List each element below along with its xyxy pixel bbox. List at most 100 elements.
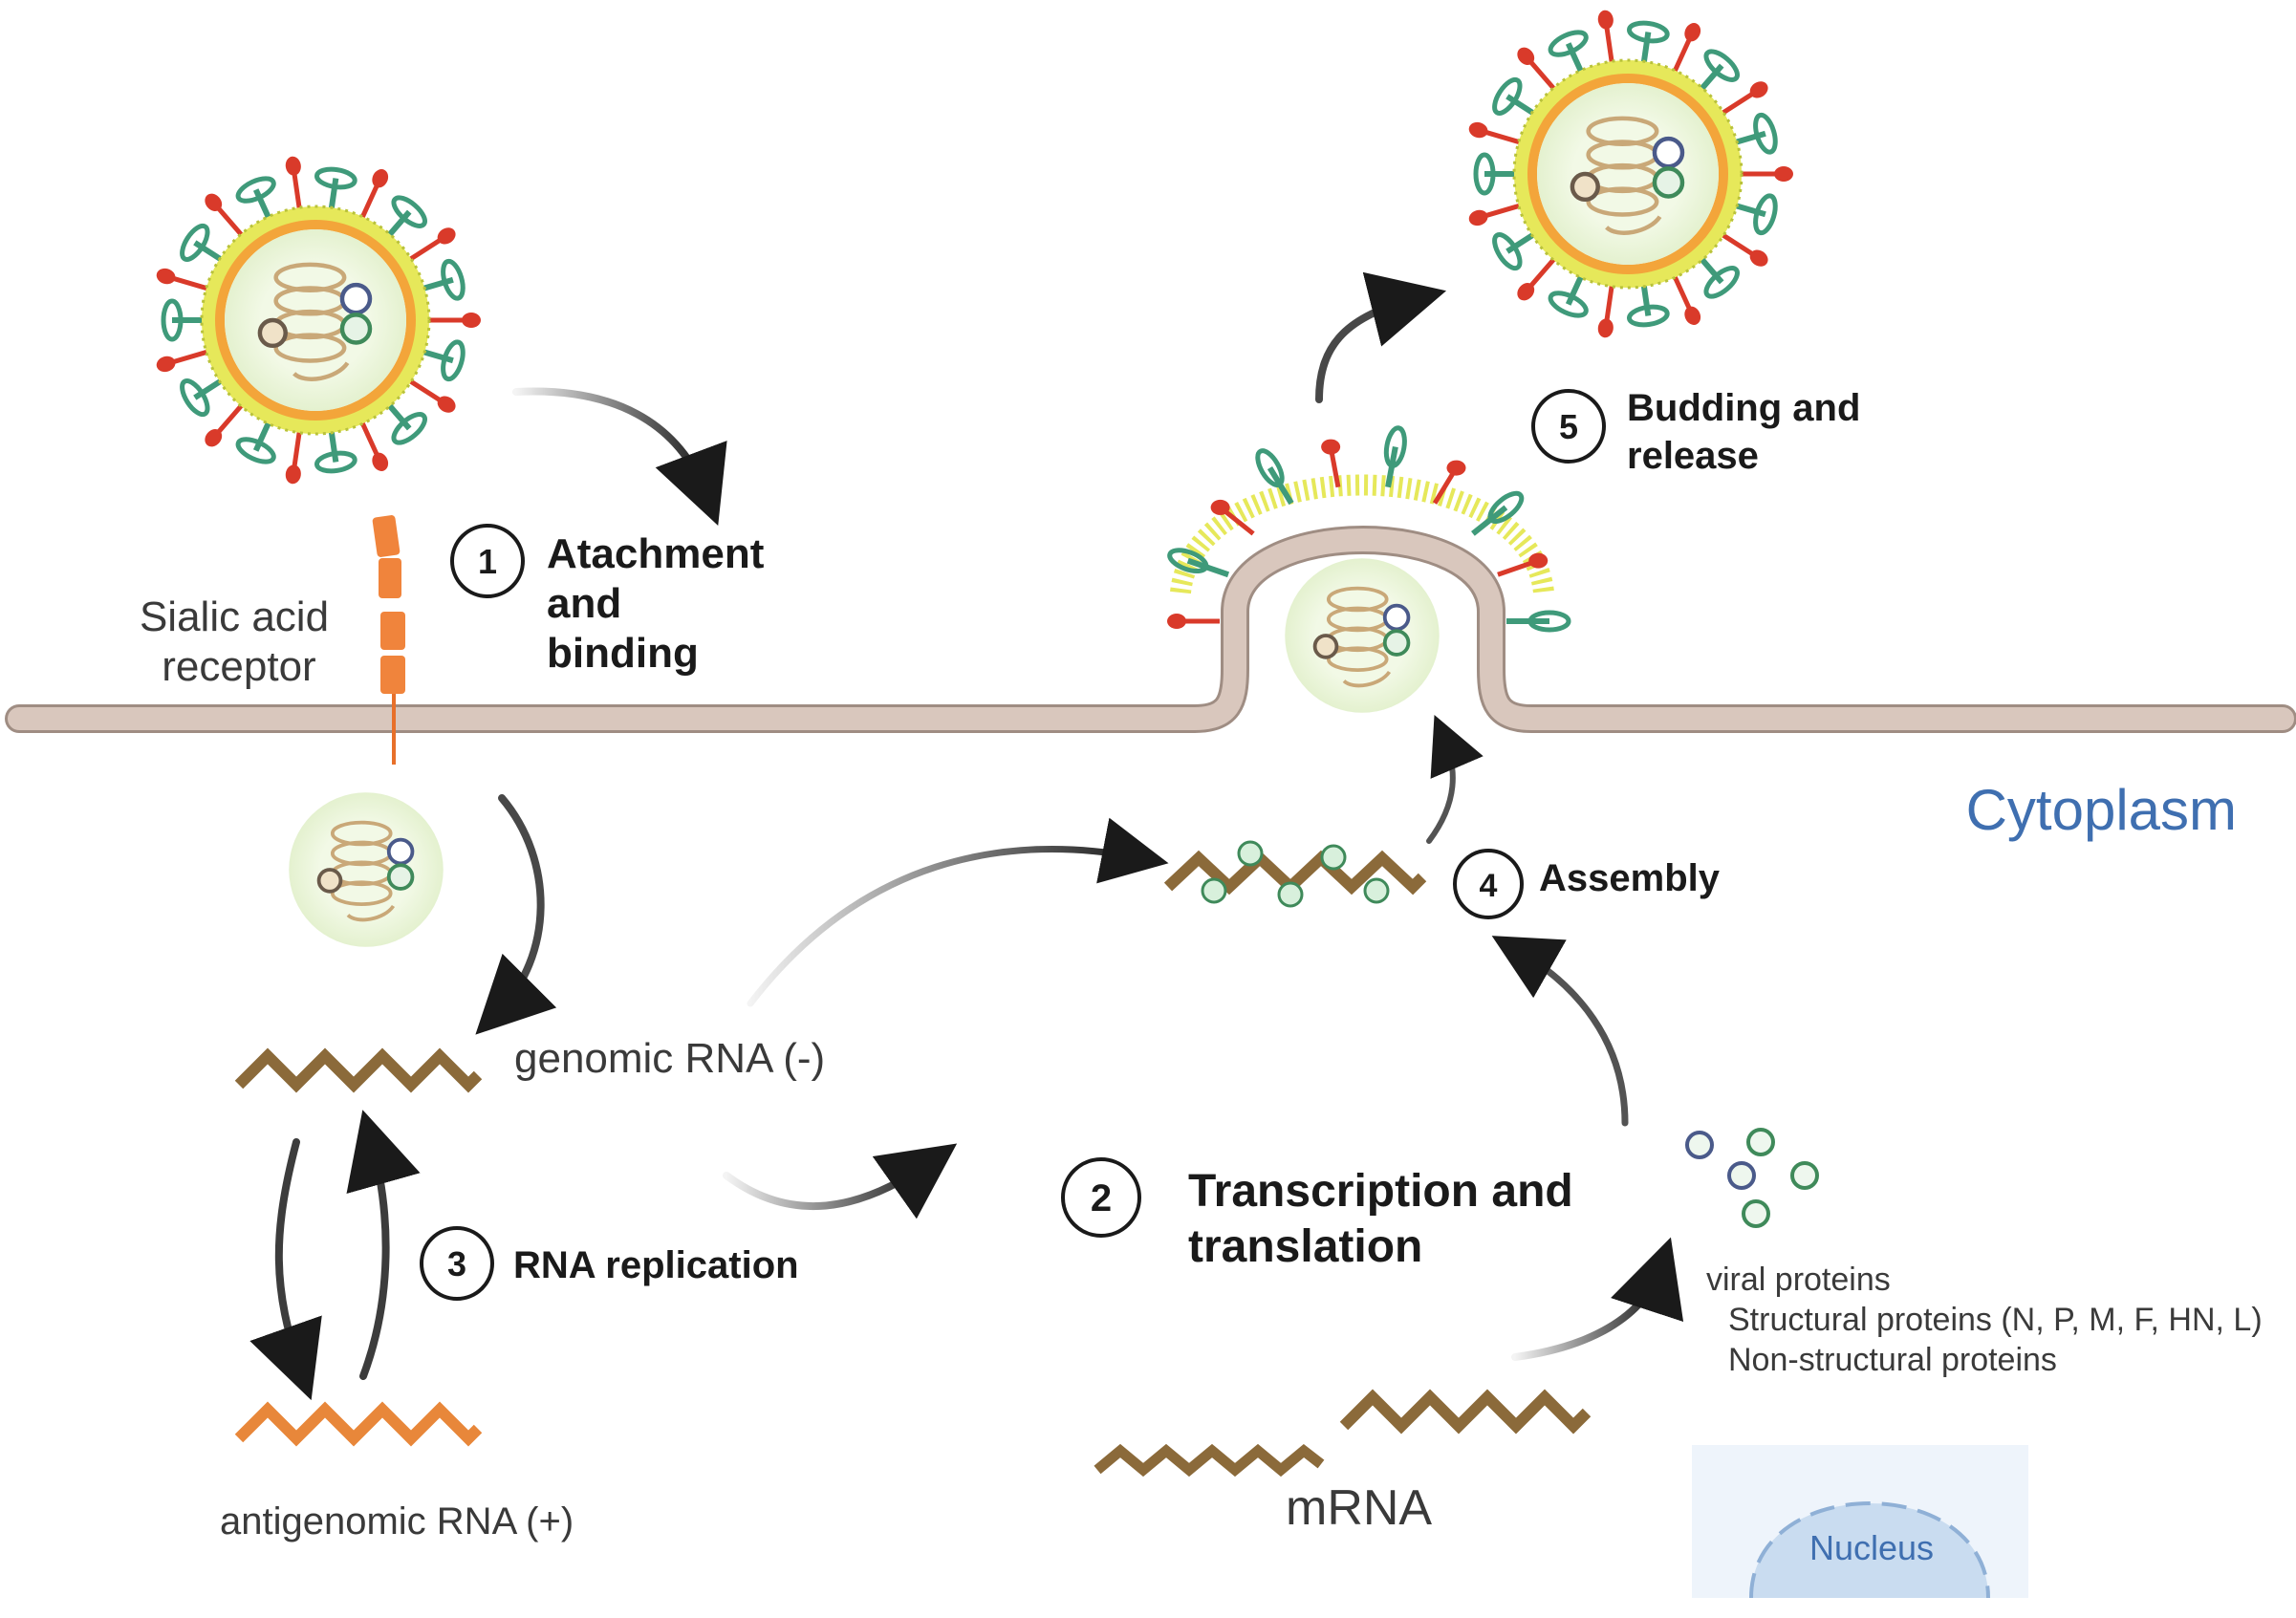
hn-spike-head bbox=[1528, 552, 1549, 569]
f-spike bbox=[1565, 42, 1586, 77]
hn-spike-head bbox=[1749, 249, 1768, 267]
cytoplasm-label: Cytoplasm bbox=[1966, 778, 2237, 842]
coil-tail bbox=[292, 361, 350, 381]
step-5-label-line1: Budding and bbox=[1627, 387, 1860, 429]
arrow-to-transcription bbox=[723, 1143, 958, 1219]
hn-spike-head bbox=[1517, 47, 1535, 66]
phosphoprotein bbox=[1382, 629, 1411, 657]
antigenomic-rna-label: antigenomic RNA (+) bbox=[220, 1500, 574, 1542]
hn-spike-head bbox=[1210, 499, 1230, 515]
f-spike-head bbox=[235, 176, 276, 204]
viral-protein bbox=[1685, 1131, 1714, 1159]
polymerase-protein bbox=[386, 837, 415, 866]
hn-spike-head bbox=[285, 464, 301, 485]
step-4-number: 4 bbox=[1480, 868, 1498, 904]
f-spike-head bbox=[1255, 448, 1285, 487]
step-2-label-line1: Transcription and bbox=[1188, 1166, 1573, 1217]
hn-spike-head bbox=[1684, 306, 1701, 325]
step-3: 3 RNA replication bbox=[420, 1226, 799, 1301]
hn-spike-head bbox=[205, 428, 223, 447]
arrows bbox=[249, 271, 1684, 1401]
np-bead bbox=[1237, 840, 1264, 867]
matrix-protein bbox=[316, 868, 343, 894]
nucleus-label: Nucleus bbox=[1809, 1528, 1934, 1567]
mrna-strand-left bbox=[1094, 1443, 1325, 1478]
nucleocapsid-budding bbox=[1285, 558, 1440, 713]
nonstructural-proteins-label: Non-structural proteins bbox=[1728, 1342, 2057, 1378]
f-spike-head bbox=[391, 412, 427, 445]
coil-loop bbox=[1326, 646, 1389, 672]
hn-spike-head bbox=[1774, 166, 1793, 182]
hn-spike-head bbox=[462, 313, 481, 328]
polymerase-protein bbox=[1382, 603, 1411, 632]
capsid-halo bbox=[1285, 558, 1440, 713]
np-bead bbox=[1277, 881, 1304, 908]
step-4: 4 Assembly bbox=[1453, 849, 1721, 919]
step-3-number: 3 bbox=[447, 1244, 466, 1284]
step-2-label-line2: translation bbox=[1188, 1221, 1422, 1272]
step-4-label: Assembly bbox=[1539, 857, 1721, 899]
hn-spike-head bbox=[1517, 282, 1535, 301]
step-3-label: RNA replication bbox=[513, 1244, 799, 1286]
coil-tail bbox=[1605, 215, 1662, 235]
polymerase-protein bbox=[339, 282, 373, 315]
f-spike-head bbox=[1548, 291, 1589, 318]
step-1-label-line2: and bbox=[547, 580, 621, 627]
f-spike-head bbox=[1492, 76, 1523, 116]
f-spike-head bbox=[180, 223, 210, 262]
f-spike-head bbox=[161, 298, 184, 342]
f-spike-head bbox=[180, 378, 210, 418]
f-spike bbox=[252, 417, 273, 452]
nucleus: Nucleus bbox=[1692, 1445, 2028, 1599]
viral-protein bbox=[1727, 1161, 1756, 1190]
cell-membrane bbox=[5, 526, 2296, 733]
hn-spike-head bbox=[205, 193, 223, 212]
coil-tail bbox=[346, 904, 396, 922]
f-spike-head bbox=[1627, 20, 1670, 44]
hn-spike-head bbox=[437, 227, 456, 245]
f-spike-head bbox=[1548, 30, 1589, 57]
f-spike bbox=[383, 209, 412, 241]
receptor-label-line1: Sialic acid bbox=[140, 593, 329, 640]
capsid-halo bbox=[289, 792, 444, 947]
arrow-to-assembly bbox=[747, 817, 1169, 1007]
hn-spike-head bbox=[372, 169, 389, 188]
step-2: 2 Transcription and translation bbox=[1061, 1157, 1573, 1272]
matrix-protein bbox=[257, 317, 288, 349]
f-spike bbox=[1565, 270, 1586, 306]
mrna-strand-right bbox=[1339, 1389, 1592, 1435]
coil-loop bbox=[330, 880, 393, 906]
hn-spike-head bbox=[1468, 121, 1488, 139]
f-spike-head bbox=[1383, 425, 1407, 468]
f-spike-head bbox=[1527, 610, 1571, 633]
step-1-label-line1: Atachment bbox=[547, 530, 765, 577]
capsid-halo bbox=[1537, 83, 1719, 265]
matrix-protein bbox=[1312, 634, 1339, 659]
phosphoprotein bbox=[339, 313, 373, 345]
viral-protein bbox=[1746, 1128, 1775, 1156]
f-spike-head bbox=[235, 437, 276, 464]
phosphoprotein bbox=[386, 863, 415, 891]
f-spike bbox=[252, 188, 273, 224]
step-1: 1 Atachment and binding bbox=[450, 524, 765, 677]
hn-spike-head bbox=[372, 452, 389, 471]
f-spike-head bbox=[1627, 304, 1670, 328]
structural-proteins-label: Structural proteins (N, P, M, F, HN, L) bbox=[1728, 1302, 2263, 1338]
viral-protein bbox=[1742, 1199, 1770, 1228]
antigenomic-rna-strand bbox=[234, 1401, 483, 1447]
free-viral-proteins bbox=[1685, 1128, 1819, 1228]
step-1-number: 1 bbox=[478, 542, 497, 581]
hn-spike-head bbox=[1684, 23, 1701, 42]
receptor-label-line2: receptor bbox=[162, 643, 315, 690]
step-5-number: 5 bbox=[1559, 407, 1578, 446]
arrow-mrna-to-proteins bbox=[1511, 1237, 1684, 1361]
coil-loop bbox=[273, 333, 347, 363]
arrow-replication-down bbox=[249, 1138, 322, 1401]
matrix-protein bbox=[1570, 171, 1600, 203]
hn-spike-head bbox=[1321, 439, 1341, 455]
capsid-halo bbox=[225, 229, 406, 411]
hn-spike-head bbox=[1597, 318, 1614, 338]
hn-spike-head bbox=[156, 356, 176, 373]
virion-entering bbox=[156, 156, 481, 485]
virion-released bbox=[1468, 10, 1793, 338]
